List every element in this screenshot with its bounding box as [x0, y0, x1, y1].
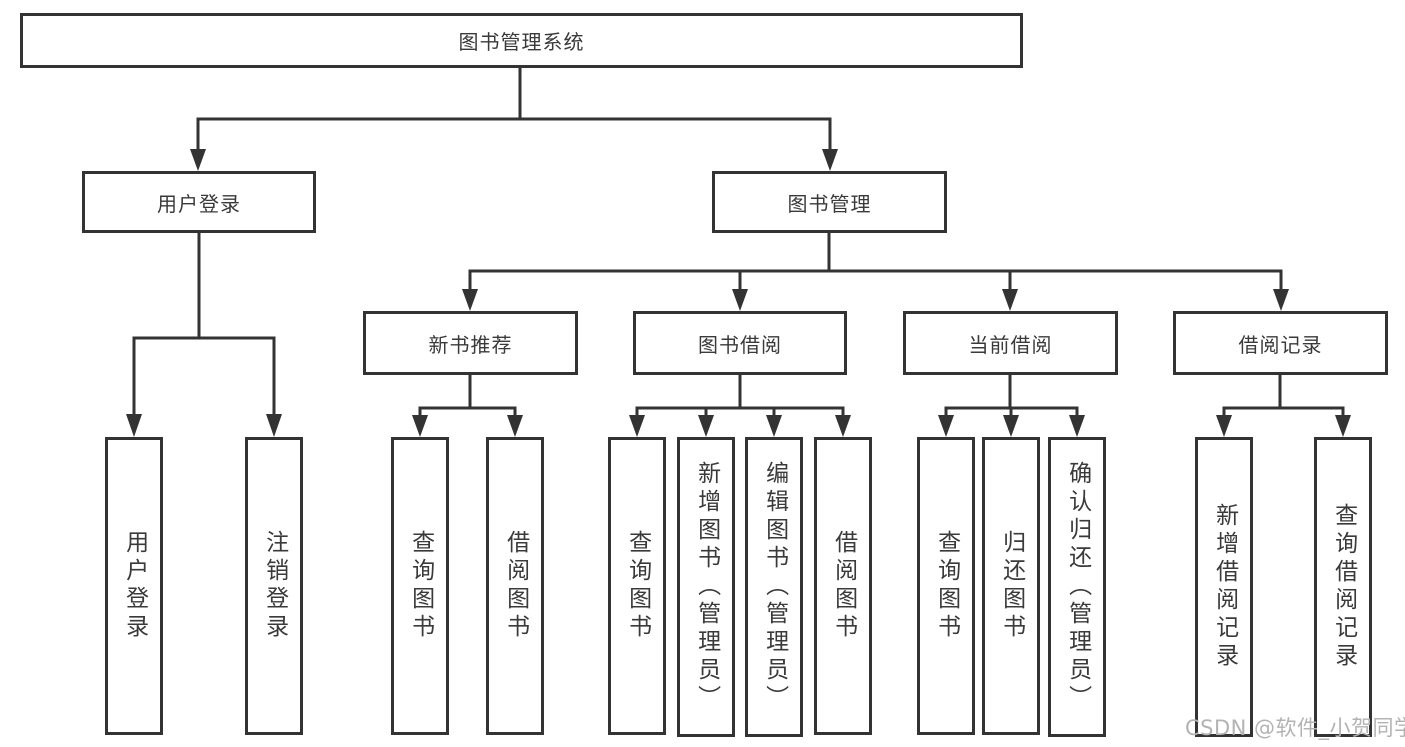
- arrowhead-down-icon: [1003, 415, 1019, 437]
- node-new-book-recommend: 新书推荐: [363, 311, 578, 375]
- leaf-return-book: 归还图书: [982, 437, 1040, 735]
- connector-book-borrow-to-children: [629, 375, 851, 437]
- leaf-query-book-borrow-label: 查询图书: [624, 530, 651, 642]
- arrowhead-down-icon: [766, 415, 782, 437]
- watermark: CSDN @软件_小贺同学: [1185, 716, 1405, 740]
- node-current-borrow-label: 当前借阅: [968, 332, 1053, 357]
- node-new-book-recommend-label: 新书推荐: [428, 332, 513, 357]
- leaf-user-login-label: 用户登录: [121, 530, 148, 642]
- leaf-return-book-label: 归还图书: [998, 530, 1025, 642]
- arrowhead-down-icon: [190, 149, 206, 171]
- leaf-add-borrow-record-label: 新增借阅记录: [1211, 503, 1238, 671]
- node-root-label: 图书管理系统: [458, 30, 585, 54]
- arrowhead-down-icon: [835, 415, 851, 437]
- leaf-add-borrow-record: 新增借阅记录: [1195, 437, 1253, 737]
- leaf-query-book-current: 查询图书: [917, 437, 975, 735]
- node-user-login-label: 用户登录: [157, 191, 241, 216]
- arrowhead-down-icon: [629, 415, 645, 437]
- arrowhead-down-icon: [698, 415, 714, 437]
- arrowhead-down-icon: [732, 289, 748, 311]
- connector-new-book-recommend-to-children: [412, 375, 523, 437]
- node-book-borrow: 图书借阅: [633, 311, 847, 375]
- node-root: 图书管理系统: [20, 13, 1023, 68]
- leaf-edit-book-admin-label: 编辑图书（管理员）: [761, 461, 788, 713]
- arrowhead-down-icon: [822, 149, 838, 171]
- node-user-login: 用户登录: [82, 171, 316, 233]
- arrowhead-down-icon: [507, 415, 523, 437]
- connector-book-management-to-level3: [462, 233, 1289, 311]
- leaf-query-borrow-record: 查询借阅记录: [1314, 437, 1372, 737]
- arrowhead-down-icon: [1335, 415, 1351, 437]
- connector-root-to-level2: [190, 68, 838, 171]
- arrowhead-down-icon: [266, 414, 282, 437]
- node-current-borrow: 当前借阅: [903, 311, 1118, 375]
- leaf-edit-book-admin: 编辑图书（管理员）: [745, 437, 803, 737]
- arrowhead-down-icon: [126, 414, 142, 437]
- arrowhead-down-icon: [1069, 415, 1085, 437]
- leaf-logout-label: 注销登录: [261, 530, 288, 642]
- leaf-confirm-return-admin: 确认归还（管理员）: [1048, 437, 1106, 737]
- arrowhead-down-icon: [412, 415, 428, 437]
- leaf-borrow-book-recommend-label: 借阅图书: [502, 530, 529, 642]
- node-book-management: 图书管理: [712, 171, 947, 233]
- leaf-borrow-book-label: 借阅图书: [830, 530, 857, 642]
- leaf-borrow-book-recommend: 借阅图书: [486, 437, 544, 735]
- arrowhead-down-icon: [1273, 289, 1289, 311]
- connector-borrow-record-to-children: [1216, 375, 1351, 437]
- leaf-logout: 注销登录: [245, 437, 303, 735]
- node-borrow-record-label: 借阅记录: [1238, 332, 1323, 357]
- node-borrow-record: 借阅记录: [1173, 311, 1388, 375]
- node-book-management-label: 图书管理: [787, 191, 872, 216]
- leaf-user-login: 用户登录: [105, 437, 163, 735]
- leaf-query-book-recommend: 查询图书: [391, 437, 449, 735]
- leaf-borrow-book: 借阅图书: [814, 437, 872, 735]
- leaf-query-book-recommend-label: 查询图书: [407, 530, 434, 642]
- arrowhead-down-icon: [938, 415, 954, 437]
- leaf-query-book-current-label: 查询图书: [933, 530, 960, 642]
- arrowhead-down-icon: [1002, 289, 1018, 311]
- leaf-query-book-borrow: 查询图书: [608, 437, 666, 735]
- leaf-add-book-admin: 新增图书（管理员）: [677, 437, 735, 737]
- node-book-borrow-label: 图书借阅: [698, 332, 782, 357]
- connector-user-login-to-children: [126, 233, 282, 437]
- leaf-add-book-admin-label: 新增图书（管理员）: [693, 461, 720, 713]
- connector-current-borrow-to-children: [938, 375, 1085, 437]
- arrowhead-down-icon: [1216, 415, 1232, 437]
- leaf-query-borrow-record-label: 查询借阅记录: [1330, 503, 1357, 671]
- arrowhead-down-icon: [462, 289, 478, 311]
- leaf-confirm-return-admin-label: 确认归还（管理员）: [1064, 461, 1091, 713]
